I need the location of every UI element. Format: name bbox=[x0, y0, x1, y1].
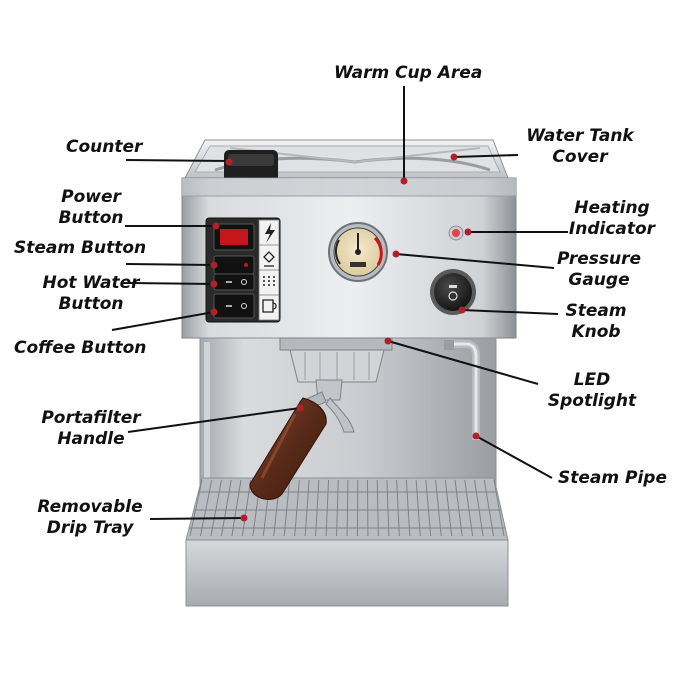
grate-bar bbox=[376, 479, 379, 537]
steam-pipe bbox=[444, 340, 480, 440]
label-heating-indicator: Heating Indicator bbox=[568, 198, 656, 239]
label-steam-button: Steam Button bbox=[14, 238, 147, 258]
grate-bar bbox=[493, 479, 505, 537]
label-pressure-gauge: Pressure Gauge bbox=[556, 249, 642, 290]
label-counter: Counter bbox=[66, 137, 143, 157]
label-steam-pipe: Steam Pipe bbox=[558, 468, 667, 488]
lightning-icon bbox=[265, 223, 275, 243]
grate-bar bbox=[454, 479, 463, 537]
drip-tray bbox=[185, 477, 509, 607]
grate-bar bbox=[231, 479, 242, 537]
grate-bar bbox=[283, 479, 291, 537]
heating-indicator-light bbox=[448, 225, 464, 241]
grate-bar bbox=[405, 479, 411, 537]
grate-bar bbox=[444, 479, 453, 537]
grate-bar bbox=[336, 479, 339, 537]
grate-bar bbox=[325, 479, 330, 537]
grate-bar bbox=[474, 479, 484, 537]
grate-bar bbox=[396, 479, 400, 537]
leader-lines bbox=[111, 86, 568, 520]
label-led-spotlight: LED Spotlight bbox=[547, 370, 637, 411]
grate-bar bbox=[386, 479, 390, 537]
steam-knob[interactable] bbox=[430, 269, 476, 315]
steam-icon bbox=[263, 251, 275, 267]
grate-bar bbox=[304, 479, 310, 537]
portafilter[interactable] bbox=[249, 379, 355, 500]
pressure-gauge bbox=[328, 222, 388, 282]
grate-bar bbox=[483, 479, 495, 537]
label-hot-water-button: Hot Water Button bbox=[42, 273, 140, 314]
grate-bar bbox=[294, 479, 300, 537]
label-water-tank-cover: Water Tank Cover bbox=[526, 126, 634, 167]
label-warm-cup-area: Warm Cup Area bbox=[334, 63, 483, 83]
grate-bar bbox=[315, 479, 320, 537]
grate-bar bbox=[435, 479, 442, 537]
grate-bar bbox=[346, 479, 349, 537]
cup-icon bbox=[262, 299, 277, 313]
label-coffee-button: Coffee Button bbox=[14, 338, 147, 358]
label-steam-knob: Steam Knob bbox=[565, 301, 627, 342]
grate-bar bbox=[425, 479, 432, 537]
hot-water-switch[interactable] bbox=[213, 273, 255, 291]
grate-bar bbox=[464, 479, 474, 537]
grate-bar bbox=[220, 479, 232, 537]
label-removable-drip-tray: Removable Drip Tray bbox=[37, 497, 143, 538]
hot-water-icon bbox=[263, 276, 275, 286]
grate-bar bbox=[415, 479, 421, 537]
grate-bar bbox=[189, 479, 203, 537]
label-portafilter-handle: Portafilter Handle bbox=[41, 408, 141, 449]
grate-bar bbox=[241, 479, 252, 537]
power-switch[interactable] bbox=[213, 223, 255, 251]
grate-bar bbox=[210, 479, 222, 537]
marker-dots bbox=[210, 153, 480, 522]
coffee-switch[interactable] bbox=[213, 293, 255, 319]
grate-bar bbox=[199, 479, 213, 537]
group-head bbox=[279, 337, 393, 383]
steam-switch[interactable] bbox=[213, 255, 255, 275]
label-power-button: Power Button bbox=[58, 187, 124, 228]
